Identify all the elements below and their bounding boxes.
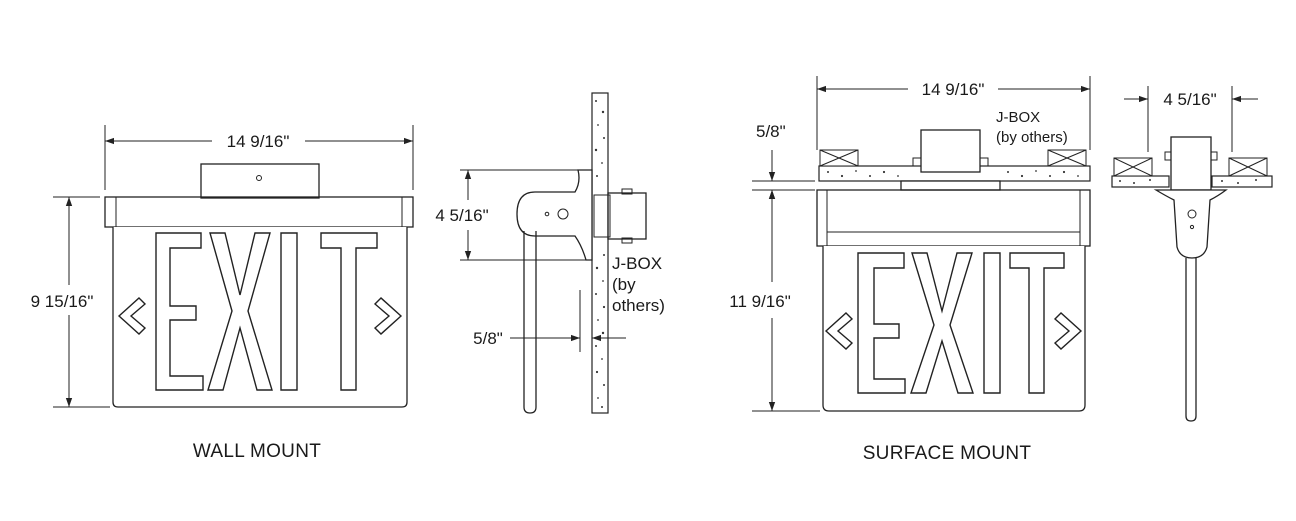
exit-letters bbox=[155, 232, 378, 391]
letter-e bbox=[155, 232, 204, 391]
wall-mount-side-view: 4 5/16" 5/8" J-BOX (by others) bbox=[435, 92, 665, 414]
side-jbox-label-3: others) bbox=[612, 296, 665, 315]
side-jbox-label-1: J-BOX bbox=[612, 254, 662, 273]
chevron-left-icon bbox=[117, 297, 147, 335]
surface-exit-letters bbox=[857, 252, 1065, 394]
junction-box bbox=[607, 192, 647, 240]
letter-x bbox=[910, 252, 974, 394]
joist-right bbox=[1047, 149, 1087, 167]
wall-mount-caption: WALL MOUNT bbox=[193, 441, 321, 462]
joist-left bbox=[819, 149, 859, 167]
letter-i bbox=[983, 252, 1001, 394]
surface-width-label: 14 9/16" bbox=[922, 80, 985, 99]
wall-height-label: 9 15/16" bbox=[31, 292, 94, 311]
mounting-box bbox=[200, 163, 320, 199]
canopy bbox=[104, 196, 414, 228]
side-surface-width-label: 4 5/16" bbox=[1163, 90, 1216, 109]
side-jbox-label-2: (by bbox=[612, 275, 636, 294]
side-panel-edge bbox=[523, 231, 537, 414]
letter-x bbox=[207, 232, 273, 391]
wall-mount-front-view: 14 9/16" 9 15/16" WALL MOUNT bbox=[31, 125, 414, 462]
side-junction-box bbox=[1170, 136, 1212, 191]
sign-panel bbox=[112, 227, 408, 408]
side-joist-left bbox=[1113, 157, 1153, 177]
side-housing bbox=[516, 169, 593, 261]
wall-texture bbox=[594, 100, 606, 408]
letter-e bbox=[857, 252, 906, 394]
ceiling-right bbox=[1211, 175, 1273, 188]
letter-i bbox=[280, 232, 298, 391]
wall-width-label: 14 9/16" bbox=[227, 132, 290, 151]
surface-jbox-label-2: (by others) bbox=[996, 129, 1068, 146]
surface-junction-box bbox=[920, 129, 981, 173]
surface-thickness-label: 5/8" bbox=[756, 122, 786, 141]
ceiling-texture bbox=[827, 170, 1079, 178]
surface-canopy bbox=[816, 189, 1091, 247]
letter-t bbox=[1009, 252, 1065, 394]
chevron-left-icon bbox=[824, 312, 854, 350]
side-thickness-label: 5/8" bbox=[473, 329, 503, 348]
side-panel-edge bbox=[1185, 258, 1197, 422]
ceiling-side-texture bbox=[1119, 179, 1257, 184]
surface-mount-side-view: 4 5/16" bbox=[1111, 86, 1273, 422]
side-housing bbox=[1153, 189, 1228, 259]
chevron-right-icon bbox=[373, 297, 403, 335]
chevron-right-icon bbox=[1053, 312, 1083, 350]
surface-mount-caption: SURFACE MOUNT bbox=[863, 443, 1032, 464]
surface-mount-front-view: 14 9/16" 5/8" 11 9/16" J-BOX (by others)… bbox=[729, 76, 1091, 464]
surface-height-label: 11 9/16" bbox=[729, 292, 791, 311]
surface-jbox-label-1: J-BOX bbox=[996, 109, 1040, 126]
letter-t bbox=[320, 232, 378, 391]
side-joist-right bbox=[1228, 157, 1268, 177]
wall-section bbox=[591, 92, 609, 414]
mounting-plate bbox=[900, 180, 1001, 191]
side-depth-label: 4 5/16" bbox=[435, 206, 488, 225]
surface-sign-panel bbox=[822, 246, 1086, 412]
